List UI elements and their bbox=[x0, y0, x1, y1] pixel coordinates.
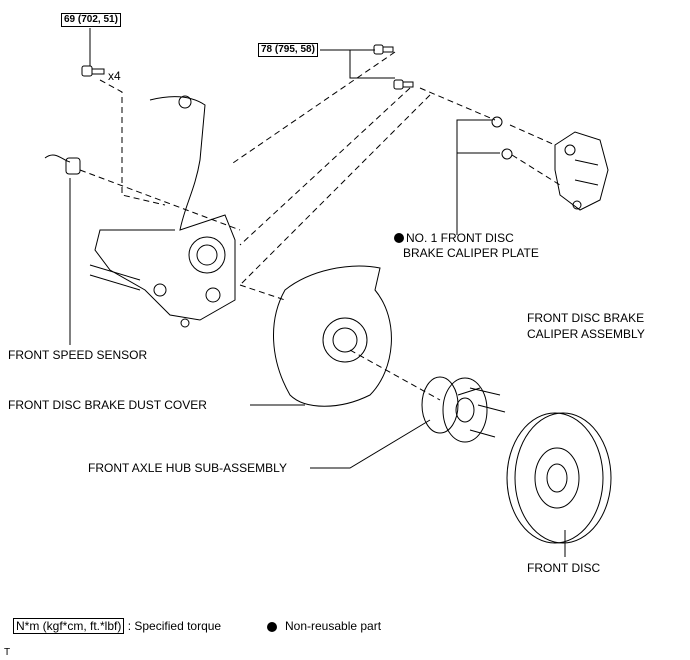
brake-caliper-drawing bbox=[554, 131, 609, 211]
steering-knuckle-drawing bbox=[89, 95, 236, 328]
caliper-bolt-icon bbox=[393, 79, 414, 90]
non-reusable-mark-icon bbox=[394, 233, 404, 243]
label-caliper-plate-1: NO. 1 FRONT DISC bbox=[406, 231, 514, 245]
label-caliper-plate-2: BRAKE CALIPER PLATE bbox=[403, 246, 539, 260]
legend: N*m (kgf*cm, ft.*lbf) : Specified torque bbox=[13, 618, 222, 634]
leader-lines bbox=[69, 28, 566, 557]
front-disc-drawing bbox=[506, 412, 612, 544]
label-caliper-1: FRONT DISC BRAKE bbox=[527, 311, 645, 325]
caliper-bolt-torque: 78 (795, 58) bbox=[258, 43, 318, 57]
legend-torque-unit: N*m (kgf*cm, ft.*lbf) bbox=[13, 618, 125, 634]
caliper-bolt-icon bbox=[373, 44, 394, 55]
caliper-plate-nut-icon bbox=[491, 116, 503, 128]
label-dust-cover: FRONT DISC BRAKE DUST COVER bbox=[8, 398, 207, 412]
legend-torque-text: : Specified torque bbox=[127, 619, 222, 633]
label-speed-sensor: FRONT SPEED SENSOR bbox=[8, 348, 148, 362]
label-front-disc: FRONT DISC bbox=[527, 561, 601, 575]
knuckle-bolt-quantity: x4 bbox=[108, 69, 121, 83]
speed-sensor-drawing bbox=[44, 154, 81, 175]
legend-non-reusable-icon bbox=[267, 622, 277, 632]
alignment-lines bbox=[79, 51, 561, 401]
corner-mark: T bbox=[4, 647, 11, 658]
label-axle-hub: FRONT AXLE HUB SUB-ASSEMBLY bbox=[88, 461, 287, 475]
axle-hub-drawing bbox=[421, 376, 506, 443]
legend-non-reusable-text: Non-reusable part bbox=[285, 619, 382, 633]
knuckle-bolt-icon bbox=[81, 65, 105, 77]
caliper-plate-nut-icon bbox=[501, 148, 513, 160]
knuckle-bolt-torque: 69 (702, 51) bbox=[61, 13, 121, 27]
label-caliper-2: CALIPER ASSEMBLY bbox=[527, 327, 645, 341]
dust-cover-drawing bbox=[273, 265, 392, 407]
